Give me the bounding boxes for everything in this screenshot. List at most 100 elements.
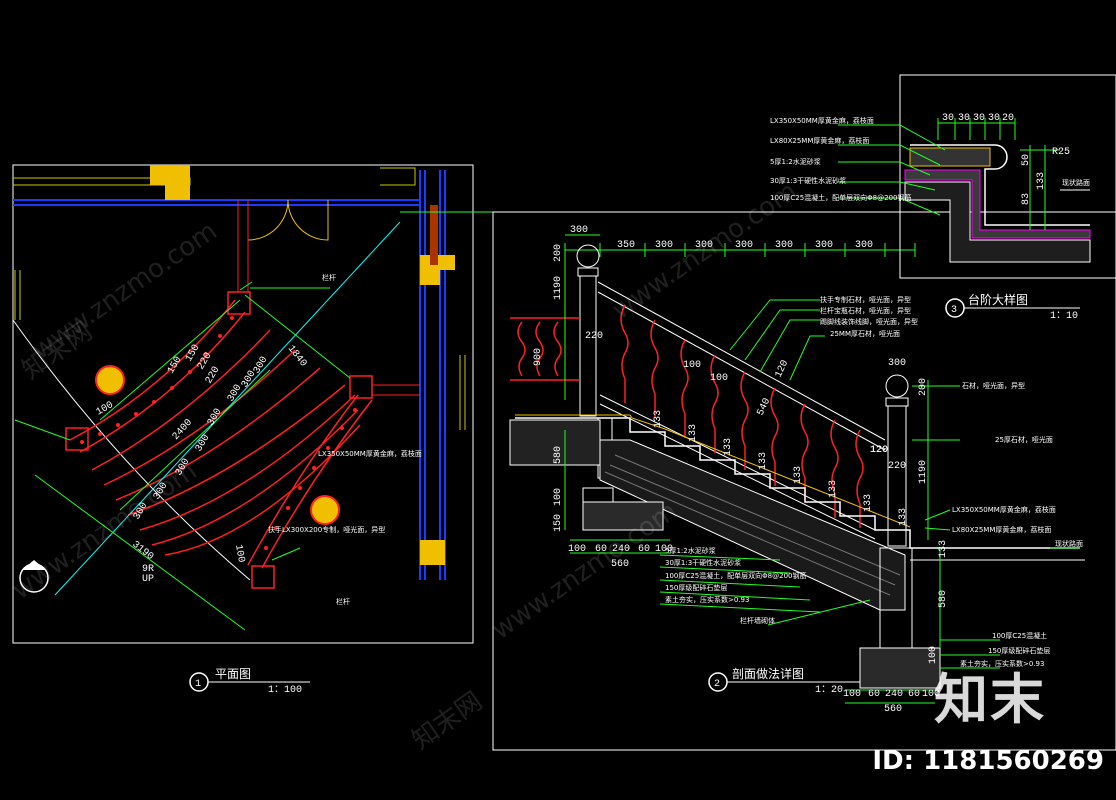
plan-section-marker [19, 560, 49, 593]
section-top-dim-chain [564, 234, 916, 257]
detail-mortar-layer [904, 169, 1091, 239]
section-foot-dim-240: 240 [612, 544, 630, 555]
plan-balusters [80, 316, 357, 550]
section-rfoot-dim-60-b: 60 [908, 689, 920, 700]
section-riser-dim-3: 133 [758, 452, 769, 470]
detail-right-note: 现状路面 [1062, 178, 1090, 187]
section-note-leaders [659, 299, 1080, 669]
section-substrate-hatch [604, 454, 901, 596]
detail-side-dim-133: 133 [1036, 172, 1047, 190]
section-stair-steps [515, 417, 1080, 549]
section-view: 300 350 300 300 300 300 300 300 [492, 211, 1116, 751]
plan-large-arc [12, 319, 251, 581]
section-footing-note-1: 150厚级配碎石垫层 [988, 646, 1050, 655]
detail-side-dims [1020, 145, 1060, 230]
watermark-url-4: www.znzmo.com [7, 456, 203, 606]
detail-title-block: 3 台阶大样图 1：10 [945, 292, 1080, 322]
section-dim-200: 200 [553, 244, 564, 262]
detail-note-leaders [838, 124, 946, 216]
section-footing-note-0: 100厚C25混凝土 [992, 631, 1047, 640]
section-foot-dim-100-a: 100 [568, 544, 586, 555]
section-dim-1190: 1190 [553, 276, 564, 300]
plan-dim-3190: 3190 [130, 539, 156, 562]
section-right-note-3: LX80X25MM厚黄金麻，荔枝面 [952, 525, 1051, 534]
plan-note-railing-bottom: 栏杆 [336, 597, 350, 606]
plan-door [247, 199, 329, 241]
section-right-dim-120: 120 [870, 445, 888, 456]
section-top-dim-6: 300 [815, 240, 833, 251]
section-left-balustrade [510, 317, 580, 381]
section-stair-balusters [620, 304, 864, 528]
plan-note-paving: LX350X50MM厚黄金麻，荔枝面 [318, 449, 422, 458]
detail-tread-hatch [909, 147, 991, 167]
plan-title-block: 1 平面图 1：100 [189, 667, 310, 696]
section-foot-dim-60-a: 60 [595, 544, 607, 555]
section-right-dim-300: 300 [888, 358, 906, 369]
detail-top-dim-2: 30 [973, 113, 985, 124]
detail-view: 30 30 30 30 20 R25 50 83 133 现状路面 LX350X… [770, 74, 1116, 279]
section-title-number: 2 [714, 679, 720, 690]
section-dim-220: 220 [585, 331, 603, 342]
section-left-ground [509, 419, 601, 466]
section-dim-120-b: 120 [870, 445, 888, 456]
section-dim-100-b: 100 [710, 373, 728, 384]
section-layer-note-2: 100厚C25混凝土，配单层双向Φ8@200钢筋 [665, 571, 806, 580]
section-layer-note-3: 150厚级配碎石垫层 [665, 583, 727, 592]
section-step-nosings [515, 414, 911, 528]
section-right-dim-133: 133 [938, 540, 949, 558]
section-dim-580-left: 580 [553, 446, 564, 464]
image-id-label: ID: 1181560269 [872, 746, 1104, 776]
plan-walls [13, 170, 446, 580]
section-top-dim-7: 300 [855, 240, 873, 251]
plan-dimension-lines [14, 281, 351, 631]
section-handrail [597, 281, 886, 540]
section-layer-note-1: 30厚1:3干硬性水泥砂浆 [665, 558, 741, 567]
section-riser-dim-7: 133 [898, 508, 909, 526]
section-title-text: 剖面做法详图 [732, 666, 804, 681]
detail-side-dim-50: 50 [1021, 154, 1032, 166]
section-right-dim-1190: 1190 [918, 460, 929, 484]
section-rfoot-dim-100-a: 100 [843, 689, 861, 700]
detail-frame [899, 74, 1116, 279]
plan-dim-150-a: 150 [166, 355, 185, 376]
section-foot-dim-60-b: 60 [638, 544, 650, 555]
section-rail-note-3: 25MM厚石材，哑光面 [830, 329, 900, 338]
detail-note-1: LX80X25MM厚黄金麻，荔枝面 [770, 136, 869, 145]
section-riser-dim-0: 133 [653, 410, 664, 428]
section-foot-dim-100-b: 100 [655, 544, 673, 555]
plan-planter-left [95, 365, 125, 395]
plan-side-rail [237, 200, 420, 396]
section-top-dim-3: 300 [695, 240, 713, 251]
watermark-url-3: www.znzmo.com [607, 176, 803, 326]
section-rfoot-dim-100-b: 100 [922, 689, 940, 700]
section-footing-note-2: 素土夯实，压实系数>0.93 [960, 659, 1044, 668]
detail-top-dim-chain [937, 118, 1016, 140]
section-right-note-0: 石材，哑光面，异型 [962, 381, 1025, 390]
section-frame [492, 211, 1116, 751]
plan-frame [12, 164, 474, 644]
plan-stair-treads [69, 299, 373, 569]
section-riser-dim-2: 133 [723, 438, 734, 456]
section-dim-900: 900 [533, 348, 544, 366]
plan-up-label: UP [142, 574, 154, 585]
section-riser-dim-6: 133 [863, 494, 874, 512]
detail-tread-profile [910, 144, 1090, 226]
detail-note-3: 30厚1:3干硬性水泥砂浆 [770, 176, 846, 185]
section-riser-dim-1: 133 [688, 424, 699, 442]
section-layer-note-4: 素土夯实，压实系数>0.93 [665, 595, 749, 604]
detail-title-number: 3 [951, 305, 957, 316]
section-rail-note-1: 栏杆宝瓶石材，哑光面，异型 [820, 306, 911, 315]
plan-note-handrail: 扶手LX300X200专制，哑光面，异型 [268, 525, 385, 534]
section-layer-note-5: 栏杆墙砌体 [740, 616, 775, 625]
section-rfoot-dim-240: 240 [885, 689, 903, 700]
section-riser-dim-4: 133 [793, 466, 804, 484]
section-foot-dim-560: 560 [611, 559, 629, 570]
plan-dim-300-e: 300 [206, 407, 225, 428]
detail-note-2: 5厚1:2水泥砂浆 [770, 157, 821, 166]
plan-note-railing-top: 栏杆 [322, 273, 336, 282]
section-title-block: 2 剖面做法详图 1：20 [708, 666, 860, 696]
section-top-dim-0: 300 [570, 225, 588, 236]
section-right-dim-580: 580 [938, 590, 949, 608]
section-rfoot-dim-560: 560 [884, 704, 902, 715]
